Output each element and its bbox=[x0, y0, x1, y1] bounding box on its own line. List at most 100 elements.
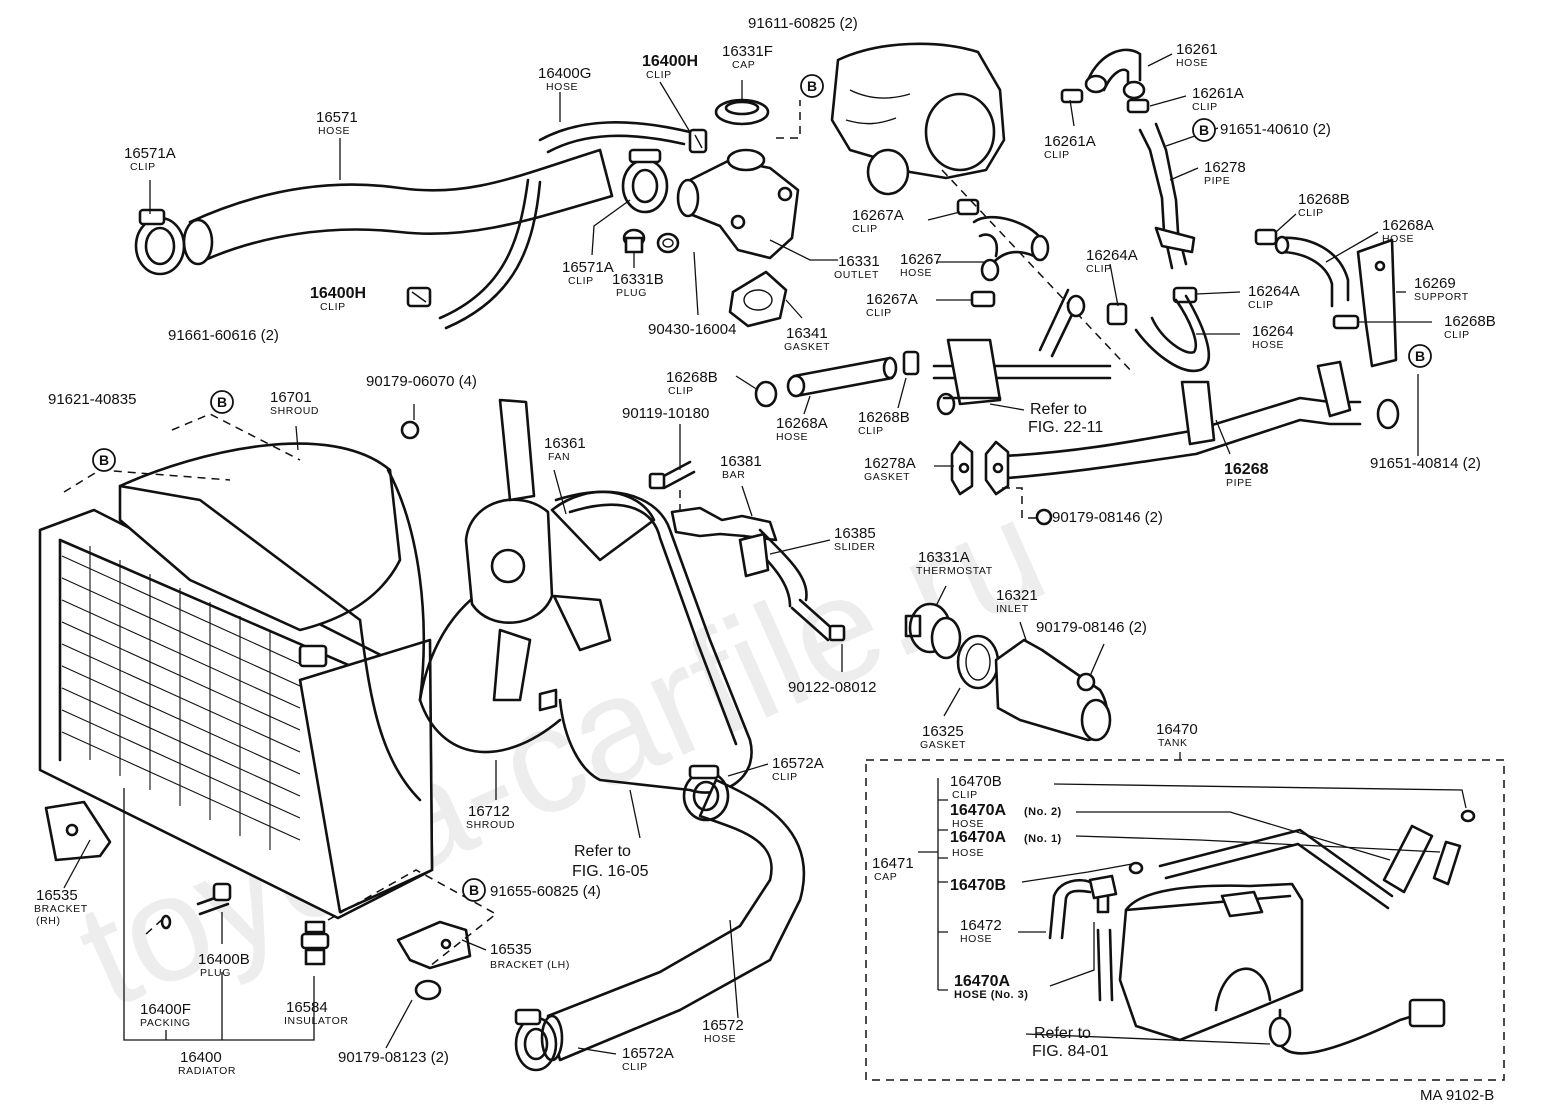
tank-legend-bracket bbox=[937, 778, 948, 991]
label-91651-40814: 91651-40814 (2) bbox=[1370, 455, 1481, 472]
label-16325: 16325 bbox=[922, 723, 964, 740]
engine-block bbox=[830, 42, 1006, 196]
label-16400f: 16400F bbox=[140, 1001, 191, 1018]
label-91655-60825: 91655-60825 (4) bbox=[490, 883, 601, 900]
hose-16572 bbox=[540, 778, 806, 1062]
label-16572a-top: 16572A bbox=[772, 755, 824, 772]
svg-text:HOSE: HOSE bbox=[318, 125, 350, 137]
label-16261: 16261 bbox=[1176, 41, 1218, 58]
hose-16264 bbox=[1134, 294, 1210, 373]
bolt-90179-08146-b bbox=[1076, 672, 1096, 692]
label-16264: 16264 bbox=[1252, 323, 1294, 340]
svg-text:BRACKET (LH): BRACKET (LH) bbox=[490, 959, 570, 971]
label-16278: 16278 bbox=[1204, 159, 1246, 176]
clip-16268b-mid bbox=[754, 380, 778, 408]
svg-text:PLUG: PLUG bbox=[616, 287, 647, 299]
hose-16267 bbox=[972, 215, 1050, 282]
clip-16400h-mid bbox=[406, 286, 432, 308]
svg-text:HOSE: HOSE bbox=[960, 933, 992, 945]
label-90122-08012: 90122-08012 bbox=[788, 679, 876, 696]
svg-text:GASKET: GASKET bbox=[920, 739, 966, 751]
cap-16331f bbox=[714, 98, 770, 126]
svg-text:HOSE: HOSE bbox=[704, 1033, 736, 1045]
svg-text:B: B bbox=[1415, 348, 1425, 364]
label-90179-08146-a: 90179-08146 (2) bbox=[1052, 509, 1163, 526]
label-16278a: 16278A bbox=[864, 455, 916, 472]
packing-16400f bbox=[160, 914, 172, 930]
label-16572a-bot: 16572A bbox=[622, 1045, 674, 1062]
label-16535-lh: 16535 bbox=[490, 941, 532, 958]
bolt-line-08146 bbox=[1002, 487, 1036, 519]
label-16470b-mid: 16470B bbox=[950, 877, 1006, 894]
clip-16268b-top bbox=[1254, 228, 1278, 246]
label-91661-60616: 91661-60616 (2) bbox=[168, 327, 279, 344]
label-16470: 16470 bbox=[1156, 721, 1198, 738]
label-16400b: 16400B bbox=[198, 951, 250, 968]
svg-text:FAN: FAN bbox=[548, 451, 570, 463]
clip-16261a-left bbox=[1060, 88, 1084, 104]
svg-text:FIG. 22-11: FIG. 22-11 bbox=[1028, 419, 1103, 436]
svg-text:(RH): (RH) bbox=[36, 915, 61, 927]
clip-16400h-top bbox=[688, 128, 708, 154]
hose-16470a-no1 bbox=[1432, 840, 1462, 886]
svg-text:CLIP: CLIP bbox=[320, 301, 346, 313]
svg-text:PACKING: PACKING bbox=[140, 1017, 191, 1029]
svg-text:HOSE: HOSE bbox=[776, 431, 808, 443]
svg-text:HOSE: HOSE bbox=[1382, 233, 1414, 245]
bolt-line-outlet bbox=[776, 100, 801, 139]
svg-text:PIPE: PIPE bbox=[1204, 175, 1230, 187]
bolt-marker-b-2: B bbox=[1192, 118, 1216, 142]
label-16261a-right: 16261A bbox=[1192, 85, 1244, 102]
label-16571a-left: 16571A bbox=[124, 145, 176, 162]
label-16269: 16269 bbox=[1414, 275, 1456, 292]
inlet-16321 bbox=[994, 638, 1112, 742]
svg-text:HOSE: HOSE bbox=[952, 818, 984, 830]
clip-16264a-right bbox=[1172, 286, 1198, 304]
label-16264a-right: 16264A bbox=[1248, 283, 1300, 300]
svg-text:BAR: BAR bbox=[722, 469, 745, 481]
clip-16470b-top bbox=[1460, 809, 1476, 823]
svg-text:CLIP: CLIP bbox=[130, 161, 156, 173]
label-16267: 16267 bbox=[900, 251, 942, 268]
label-16400h-top: 16400H bbox=[642, 53, 698, 70]
bracket-16535-lh bbox=[396, 920, 472, 970]
ref-fig-84-01: Refer to FIG. 84-01 bbox=[1032, 1025, 1109, 1060]
outlet-16331 bbox=[676, 148, 800, 260]
clip-16571a-right bbox=[621, 148, 669, 214]
clip-16268b-low bbox=[902, 350, 920, 376]
hose-16268a-mid bbox=[786, 356, 898, 398]
svg-text:Refer to: Refer to bbox=[574, 843, 631, 860]
svg-text:THERMOSTAT: THERMOSTAT bbox=[916, 565, 993, 577]
label-16268b-top: 16268B bbox=[1298, 191, 1350, 208]
label-16701: 16701 bbox=[270, 389, 312, 406]
label-91611-60825: 91611-60825 (2) bbox=[748, 15, 858, 32]
svg-text:B: B bbox=[469, 882, 479, 898]
label-90430-16004: 90430-16004 bbox=[648, 321, 736, 338]
svg-text:CAP: CAP bbox=[874, 871, 897, 883]
svg-text:OUTLET: OUTLET bbox=[834, 269, 879, 281]
clip-16267a-bot bbox=[970, 290, 996, 308]
hose-16472 bbox=[1048, 878, 1092, 940]
slider-16385 bbox=[738, 532, 770, 578]
clip-16268b-right bbox=[1332, 314, 1360, 330]
radiator-core-grid bbox=[61, 546, 301, 850]
svg-text:INSULATOR: INSULATOR bbox=[284, 1015, 349, 1027]
svg-text:SUPPORT: SUPPORT bbox=[1414, 291, 1469, 303]
label-16470b-top: 16470B bbox=[950, 773, 1002, 790]
shroud-16701 bbox=[118, 442, 426, 802]
svg-text:PIPE: PIPE bbox=[1226, 477, 1252, 489]
clip-16261a-right bbox=[1126, 98, 1150, 114]
tank-assembly-box bbox=[865, 759, 1505, 1081]
label-16268a-mid: 16268A bbox=[776, 415, 828, 432]
plug-16400b bbox=[196, 882, 232, 916]
label-16400g: 16400G bbox=[538, 65, 591, 82]
bypass-pipe bbox=[932, 288, 1112, 416]
label-16321: 16321 bbox=[996, 587, 1038, 604]
label-91651-40610: 91651-40610 (2) bbox=[1220, 121, 1331, 138]
bolt-marker-b-3: B bbox=[1408, 344, 1432, 368]
clip-16267a-top bbox=[956, 198, 980, 216]
label-16268a-top: 16268A bbox=[1382, 217, 1434, 234]
pipe-16278 bbox=[1138, 122, 1196, 270]
cap-16471 bbox=[1088, 874, 1118, 914]
